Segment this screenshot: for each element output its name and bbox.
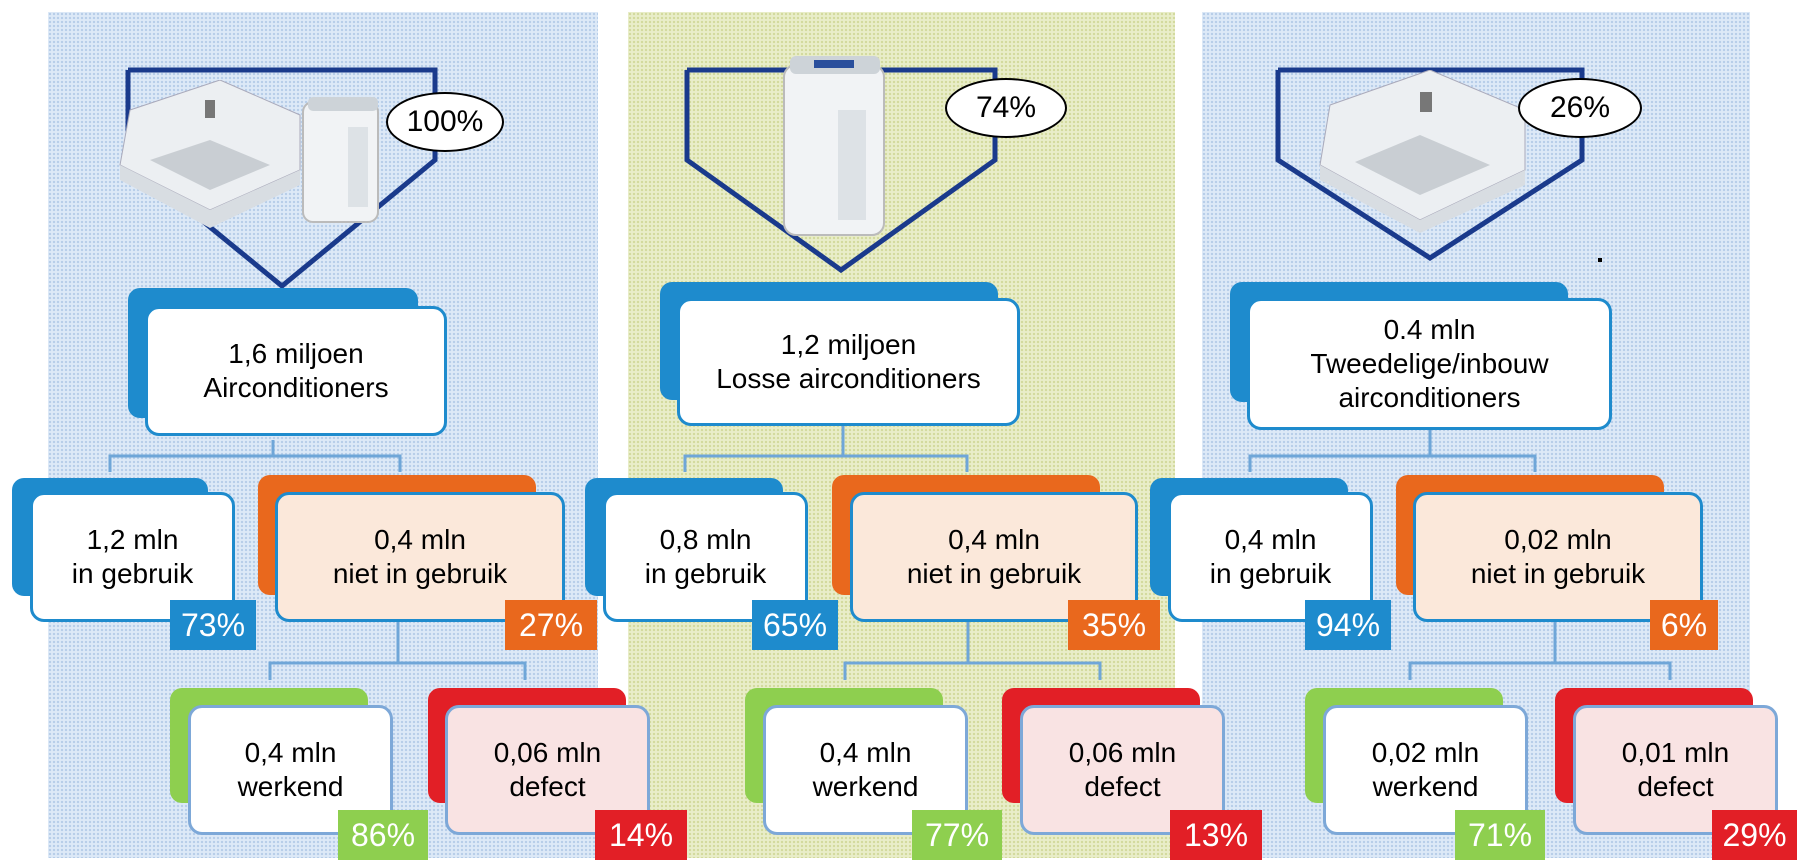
in-use-pct: 73% [170, 600, 256, 650]
in-use-pct: 65% [752, 600, 838, 650]
share-oval: 100% [386, 92, 504, 152]
main-label-2: airconditioners [1338, 382, 1521, 413]
main-label: Tweedelige/inbouw [1310, 348, 1549, 379]
main-count: 1,2 miljoen [780, 329, 917, 360]
main-count: 1,6 miljoen [228, 338, 364, 369]
in-use-pct: 94% [1305, 600, 1391, 650]
main-count: 0.4 mln [1383, 314, 1476, 345]
main-box: 1,6 miljoen Airconditioners [145, 306, 447, 436]
shield-split [1275, 67, 1585, 261]
portable-ac-icon [302, 97, 379, 223]
not-in-use-pct: 35% [1068, 600, 1160, 650]
share-label: 26% [1549, 91, 1611, 124]
share-oval: 26% [1518, 78, 1642, 138]
defect-pct: 14% [595, 810, 687, 860]
main-box: 1,2 miljoen Losse airconditioners [677, 298, 1020, 426]
shield-portable [684, 67, 998, 274]
main-box: 0.4 mln Tweedelige/inbouw airconditioner… [1247, 298, 1612, 430]
share-label: 100% [406, 105, 484, 138]
working-box: 0,4 mln werkend [763, 705, 968, 835]
defect-pct: 29% [1712, 810, 1797, 860]
share-oval: 74% [945, 78, 1067, 138]
not-in-use-pct: 6% [1650, 600, 1718, 650]
working-pct: 86% [338, 810, 428, 860]
share-label: 74% [975, 91, 1037, 124]
defect-box: 0,06 mln defect [445, 705, 650, 835]
not-in-use-box: 0,4 mln niet in gebruik [850, 492, 1138, 622]
defect-pct: 13% [1170, 810, 1262, 860]
not-in-use-pct: 27% [505, 600, 597, 650]
cassette-ac-icon [119, 80, 301, 228]
working-pct: 77% [912, 810, 1002, 860]
working-pct: 71% [1455, 810, 1545, 860]
cassette-ac-icon [1319, 70, 1526, 233]
stray-dot [1598, 258, 1602, 262]
main-label: Airconditioners [203, 372, 389, 403]
portable-ac-icon [783, 56, 885, 236]
main-label: Losse airconditioners [716, 363, 981, 394]
